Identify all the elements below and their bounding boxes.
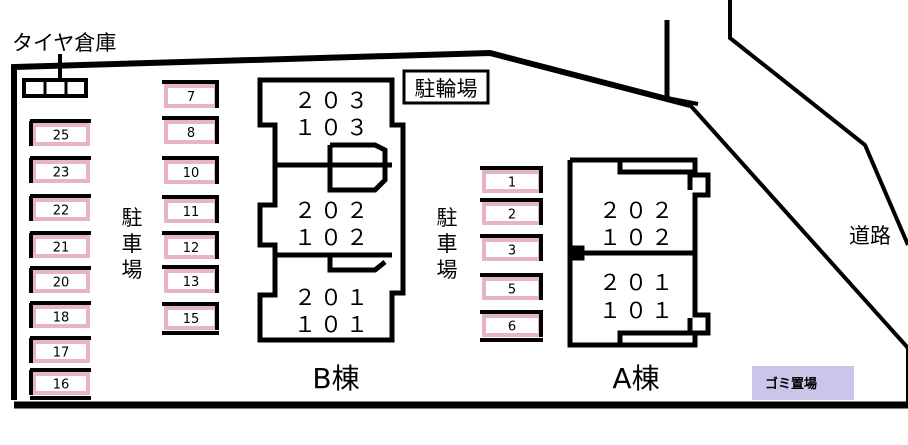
parking-space-2: 2 <box>480 198 543 225</box>
parking-space-22: 22 <box>29 194 91 221</box>
building-a-entry <box>570 245 585 261</box>
parking-center-char: 場 <box>437 258 458 282</box>
parking-space-outline <box>32 235 90 258</box>
parking-space-outline <box>32 198 90 221</box>
parking-space-outline <box>32 270 90 293</box>
parking-space-number: 5 <box>508 283 516 298</box>
tire-storage <box>22 78 88 98</box>
parking-space-5: 5 <box>480 273 543 300</box>
building-a-label: A棟 <box>612 362 659 395</box>
parking-space-number: 2 <box>508 208 516 223</box>
parking-space-number: 15 <box>183 312 200 327</box>
parking-space-number: 20 <box>53 276 70 291</box>
building-b-unit-201: ２０１ <box>294 286 372 311</box>
building-a-balcony <box>617 318 693 345</box>
building-a-balcony <box>617 160 693 190</box>
building-b-unit-103: １０３ <box>294 116 372 141</box>
building-a-outline <box>567 157 711 348</box>
building-b-unit-102: １０２ <box>294 226 372 251</box>
building-a <box>567 157 711 348</box>
parking-space-13: 13 <box>162 265 219 293</box>
parking-space-number: 22 <box>53 204 70 219</box>
parking-space-number: 23 <box>53 166 70 181</box>
road-label: 道路 <box>849 224 891 248</box>
parking-space-outline <box>32 340 90 363</box>
parking-space-18: 18 <box>29 301 91 328</box>
parking-space-number: 1 <box>508 176 516 191</box>
parking-space-number: 21 <box>53 241 70 256</box>
parking-left-column: 25 23 22 21 20 18 17 16 <box>29 119 91 400</box>
parking-space-23: 23 <box>29 156 91 183</box>
parking-space-outline <box>32 372 90 395</box>
parking-space-25: 25 <box>29 119 91 146</box>
parking-center-column: 1 2 3 5 6 <box>480 166 543 342</box>
parking-space-12: 12 <box>162 231 219 259</box>
building-b-label: B棟 <box>312 362 359 395</box>
parking-space-6: 6 <box>480 310 543 337</box>
parking-space-20: 20 <box>29 266 91 293</box>
parking-space-16: 16 <box>29 368 91 395</box>
building-b-balcony <box>327 142 388 193</box>
parking-space-17: 17 <box>29 336 91 363</box>
parking-left-char: 駐 <box>122 206 143 230</box>
parking-space-11: 11 <box>162 195 219 223</box>
parking-space-number: 10 <box>183 166 200 181</box>
building-b-unit-202: ２０２ <box>294 199 372 224</box>
bicycle-parking-label: 駐輪場 <box>415 77 478 101</box>
tire-storage-label: タイヤ倉庫 <box>12 31 116 55</box>
building-a-unit-201: ２０１ <box>599 271 677 296</box>
parking-left-char: 車 <box>122 232 143 256</box>
building-b-unit-101: １０１ <box>294 313 372 338</box>
garbage-area <box>752 366 854 400</box>
parking-space-number: 25 <box>53 129 70 144</box>
parking-left-char: 場 <box>122 258 143 282</box>
parking-space-7: 7 <box>162 80 219 108</box>
parking-space-number: 17 <box>53 346 70 361</box>
parking-space-number: 18 <box>53 311 70 326</box>
parking-space-number: 11 <box>183 205 200 220</box>
garbage-label: ゴミ置場 <box>765 376 817 392</box>
parking-space-15: 15 <box>162 302 219 330</box>
parking-space-number: 8 <box>187 126 195 141</box>
parking-space-3: 3 <box>480 234 543 261</box>
parking-center-char: 駐 <box>437 206 458 230</box>
building-a-unit-102: １０２ <box>599 226 677 251</box>
building-b <box>257 77 406 343</box>
parking-space-number: 7 <box>187 90 195 105</box>
building-b-unit-203: ２０３ <box>294 89 372 114</box>
parking-center-label: 駐 車 場 <box>437 206 458 282</box>
road-line-1 <box>688 103 908 350</box>
road-line-3 <box>728 0 908 246</box>
parking-space-21: 21 <box>29 231 91 258</box>
parking-mid-column: 7 8 10 11 12 13 15 <box>162 80 219 335</box>
parking-space-number: 13 <box>183 275 200 290</box>
parking-center-char: 車 <box>437 232 458 256</box>
building-b-wall-left <box>257 77 278 343</box>
parking-left-label: 駐 車 場 <box>122 206 143 282</box>
parking-space-number: 16 <box>53 378 70 393</box>
parking-space-10: 10 <box>162 156 219 184</box>
parking-space-number: 3 <box>508 244 516 259</box>
parking-space-number: 12 <box>183 241 200 256</box>
building-b-balcony <box>327 255 387 273</box>
property-boundary <box>11 49 691 400</box>
parking-space-outline <box>32 123 90 146</box>
road-line-5 <box>666 96 699 106</box>
bicycle-parking-box <box>402 69 490 105</box>
parking-space-outline <box>32 160 90 183</box>
parking-space-outline <box>32 305 90 328</box>
building-b-outline <box>275 77 406 343</box>
building-a-unit-101: １０１ <box>599 299 677 324</box>
parking-space-8: 8 <box>162 116 219 144</box>
parking-space-number: 6 <box>508 320 516 335</box>
parking-space-1: 1 <box>480 166 543 193</box>
building-a-unit-202: ２０２ <box>599 199 677 224</box>
